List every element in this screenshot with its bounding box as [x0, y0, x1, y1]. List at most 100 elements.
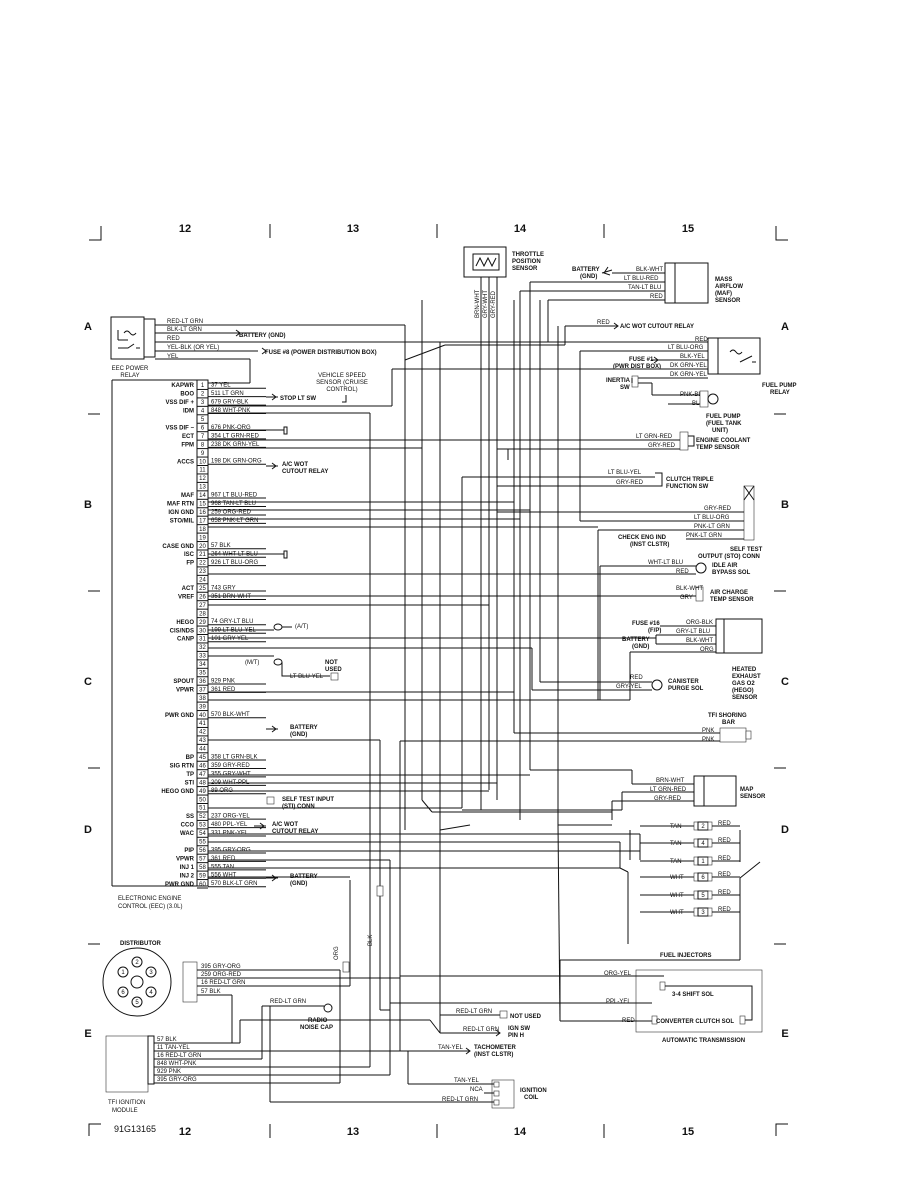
- eec-pin-function: CANP: [177, 637, 194, 643]
- eec-pin-wire-label: 259 ORG-RED: [211, 509, 252, 515]
- map-wire-1: LT GRN-RED: [650, 787, 687, 793]
- act-title-2: TEMP SENSOR: [710, 597, 754, 603]
- relay-wire-3: YEL-BLK (OR YEL): [167, 345, 219, 351]
- eec-pin-number: 53: [199, 823, 206, 829]
- eec-pin-function: HEGO: [176, 620, 194, 626]
- injector-pin: [693, 838, 699, 848]
- eec-pin-number: 27: [199, 603, 206, 609]
- distributor-terminal: [117, 966, 129, 978]
- eec-pin-function: VPWR: [176, 856, 195, 862]
- maf-title-3: (MAF): [715, 291, 732, 297]
- fp-title-1: FUEL PUMP: [706, 414, 741, 420]
- injector-left-wire: WHT: [670, 910, 684, 916]
- grid-col-14-bottom: 14: [514, 1126, 527, 1138]
- ac-wot-label-2: CUTOUT RELAY: [282, 469, 328, 475]
- eec-pin-function: ACT: [182, 586, 195, 592]
- distributor-terminal: [145, 966, 157, 978]
- ignition-coil: TAN-YEL NCA RED-LT GRN IGNITION COIL: [270, 1078, 547, 1109]
- ac-wot-label-1: A/C WOT: [282, 462, 308, 468]
- stop-lt-sw-label: STOP LT SW: [280, 396, 316, 402]
- injector-pin: [707, 838, 713, 848]
- relay-wire-1: BLK-LT GRN: [167, 327, 202, 333]
- eec-pin-function: ECT: [182, 434, 194, 440]
- maf-wire-1: LT BLU-RED: [624, 276, 659, 282]
- eec-pin-function: CASE GND: [162, 544, 194, 550]
- inertia-label: INERTIA: [606, 378, 631, 384]
- not-used-label-1: NOT: [325, 660, 338, 666]
- fpr-title-2: RELAY: [770, 390, 790, 396]
- relay-coil-icon: [117, 330, 137, 341]
- tfi-mod-title-2: MODULE: [112, 1108, 138, 1114]
- at-label: (A/T): [295, 624, 308, 630]
- eec-pin-number: 42: [199, 730, 206, 736]
- injector-number: 6: [701, 875, 705, 881]
- vss-label-1: VEHICLE SPEED: [318, 373, 366, 379]
- hego-sensor: FUSE #16 (F/P) BATTERY (GND) ORG-BLK GRY…: [622, 618, 763, 701]
- corner-mark-top-right: [775, 226, 788, 241]
- dist-wire-1: 259 ORG-RED: [201, 972, 242, 978]
- dist-wire-0: 395 GRY-ORG: [201, 964, 241, 970]
- self-test-label-2: (STI) CONN: [282, 804, 315, 810]
- eec-pin-number: 30: [199, 628, 206, 634]
- tach-wire: TAN-YEL: [438, 1045, 464, 1051]
- figure-id: 91G13165: [114, 1124, 156, 1134]
- maf-gnd: (GND): [580, 274, 597, 280]
- trans-sol2: CONVERTER CLUTCH SOL: [656, 1019, 734, 1025]
- grid-row-c-left: C: [84, 676, 92, 688]
- eec-pin-function: WAC: [180, 831, 195, 837]
- grid-col-15-top: 15: [682, 223, 694, 235]
- tps-wire-2: GRY-RED: [491, 290, 497, 318]
- eec-pin-number: 18: [199, 527, 206, 533]
- dist-blk: BLK: [368, 935, 374, 946]
- grid-row-a-left: A: [84, 321, 92, 333]
- eec-pin-function: ISC: [184, 552, 195, 558]
- sto-title-1: SELF TEST: [730, 547, 763, 553]
- sto-wire-1: LT BLU-ORG: [694, 515, 730, 521]
- sto-wire-0: GRY-RED: [704, 506, 732, 512]
- eec-pin-function: VSS DIF +: [165, 400, 194, 406]
- mt-label: (M/T): [245, 660, 259, 666]
- eec-power-relay: RED-LT GRN BLK-LT GRN RED YEL-BLK (OR YE…: [110, 316, 548, 384]
- ect-title-1: ENGINE COOLANT: [696, 438, 751, 444]
- eec-pin-function: INJ 1: [180, 865, 195, 871]
- eec-pin-wire-label: 555 TAN: [211, 864, 234, 870]
- eec-pin-number: 37: [199, 687, 206, 693]
- eec-pin-wire-label: 570 BLK-LT GRN: [211, 881, 257, 887]
- distributor-terminal-number: 2: [135, 960, 139, 966]
- hego-wire-3: ORG: [700, 647, 714, 653]
- grid-row-b-right: B: [781, 499, 789, 511]
- act-sensor: BLK-WHT GRY AIR CHARGE TEMP SENSOR: [208, 586, 754, 603]
- eec-pin-number: 33: [199, 654, 206, 660]
- hego-gnd: (GND): [632, 644, 649, 650]
- canister-wire-0: RED: [630, 675, 643, 681]
- ign-wire: RED-LT GRN: [463, 1027, 499, 1033]
- eec-pin-number: 35: [199, 671, 206, 677]
- eec-title-2: CONTROL (EEC) (3.0L): [118, 904, 182, 910]
- eec-pin-wire-label: 968 TAN-LT BLU: [211, 501, 256, 507]
- eec-pin-number: 47: [199, 772, 206, 778]
- eec-pin-number: 21: [199, 552, 206, 558]
- eec-pin-number: 7: [201, 434, 205, 440]
- eec-pin-number: 36: [199, 679, 206, 685]
- tach-title-1: TACHOMETER: [474, 1045, 517, 1051]
- iac-wire-0: WHT-LT BLU: [648, 560, 683, 566]
- grid-col-12-bottom: 12: [179, 1126, 191, 1138]
- hego-title-1: HEATED: [732, 667, 757, 673]
- grid-row-d-left: D: [84, 824, 92, 836]
- injector-right-wire: RED: [718, 838, 731, 844]
- fpr-wire-4: DK GRN-YEL: [670, 372, 707, 378]
- injector-pin: [707, 856, 713, 866]
- coil-wire-2: RED-LT GRN: [442, 1097, 478, 1103]
- fp-title-3: UNIT): [712, 428, 728, 434]
- relay-fuse-label: FUSE #8 (POWER DISTRIBUTION BOX): [265, 350, 377, 356]
- tfi-mod-wire-5: 395 GRY-ORG: [157, 1077, 197, 1083]
- eec-pin-function: MAF: [181, 493, 194, 499]
- eec-pin-wire-label: 74 GRY-LT BLU: [211, 619, 253, 625]
- trans-sol1: 3-4 SHIFT SOL: [672, 992, 714, 998]
- eec-pin-number: 5: [201, 417, 205, 423]
- fpr-fuse-1: FUSE #1: [629, 357, 654, 363]
- clutch-triple-function-sw: LT BLU-YEL GRY-RED CLUTCH TRIPLE FUNCTIO…: [462, 470, 714, 490]
- fpr-wire-1: LT BLU-ORG: [668, 345, 704, 351]
